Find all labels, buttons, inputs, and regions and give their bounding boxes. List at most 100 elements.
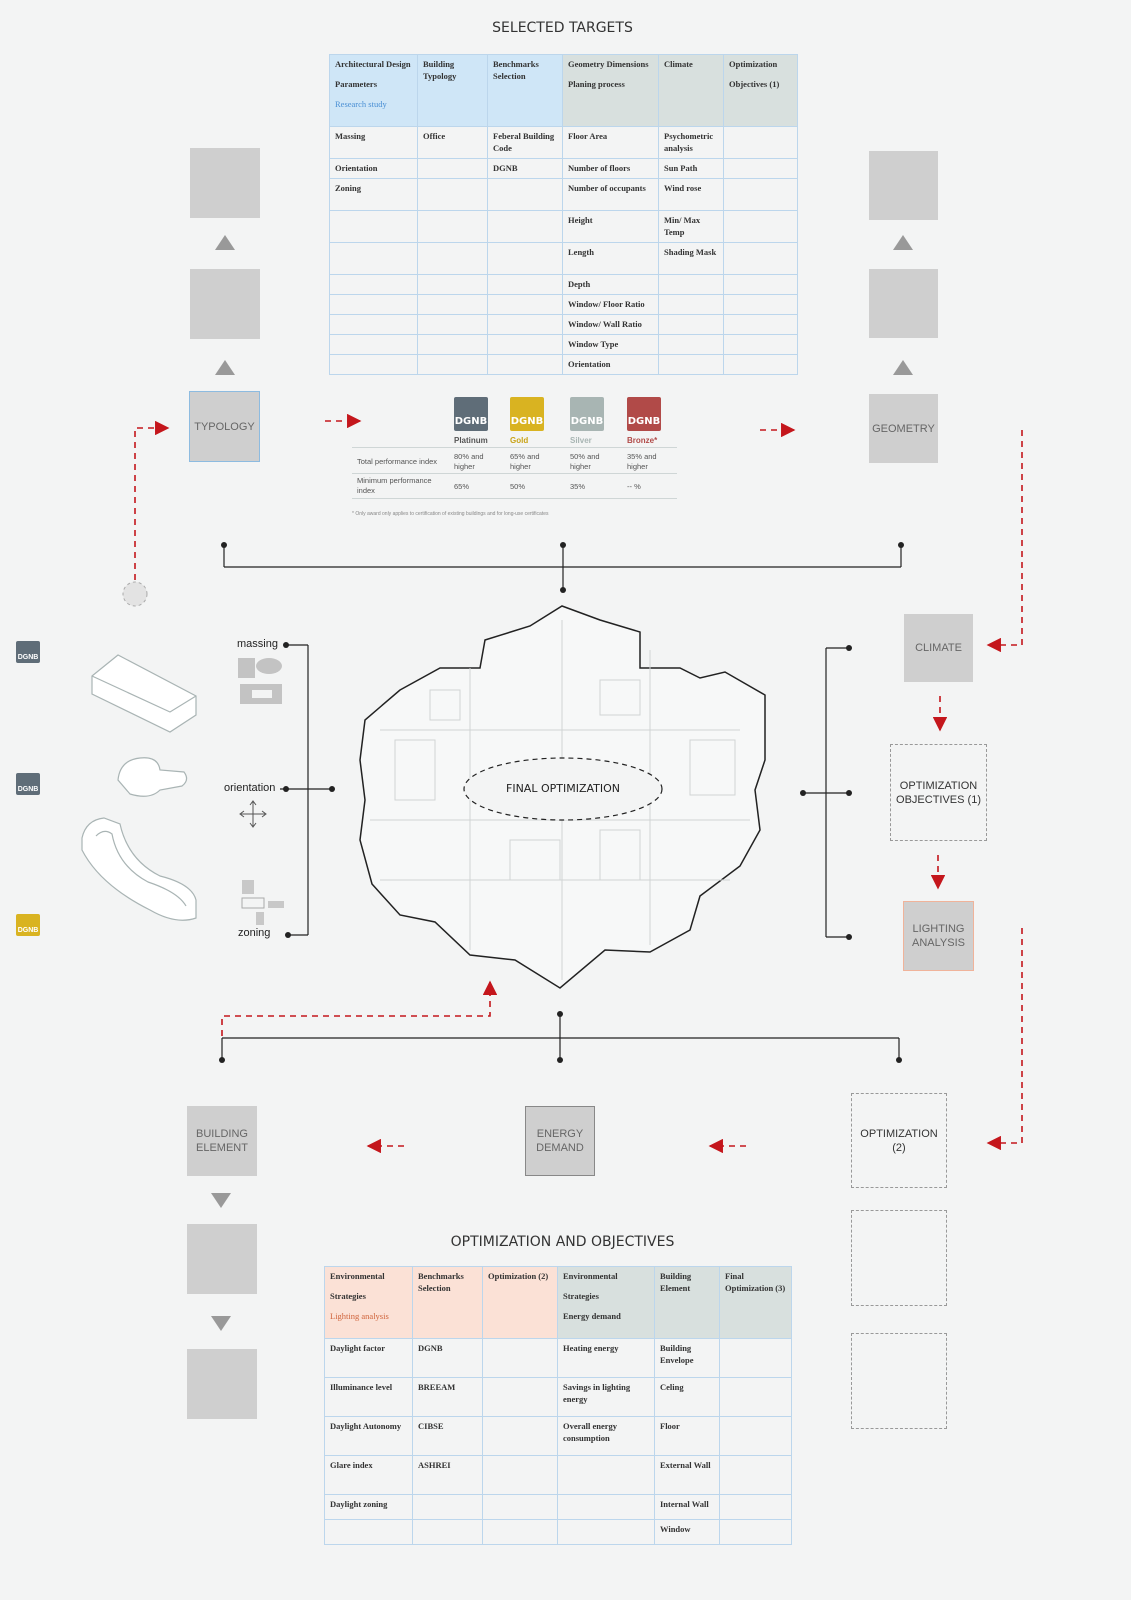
table-cell: Shading Mask: [658, 242, 724, 275]
table-cell: DGNB: [412, 1338, 483, 1378]
table-cell: Min/ Max Temp: [658, 210, 724, 243]
table-cell: [417, 334, 488, 355]
table-cell: [719, 1377, 792, 1417]
table-cell: [487, 210, 563, 243]
zoning-icon: [241, 880, 284, 925]
header-line: Building Typology: [423, 59, 457, 81]
dgnb-level-name: Bronze*: [627, 436, 658, 445]
table-cell: [487, 294, 563, 315]
table-cell: [557, 1455, 655, 1495]
arrow-up-icon: [893, 235, 913, 250]
header-sub: Planing process: [568, 79, 625, 89]
table-cell: [329, 274, 418, 295]
header-line: Final Optimization (3): [725, 1271, 786, 1293]
placeholder-box: [190, 148, 260, 218]
header-sub: Lighting analysis: [330, 1311, 389, 1321]
table-cell: [487, 334, 563, 355]
table-cell: [658, 334, 724, 355]
table-cell: [482, 1519, 558, 1545]
selected-targets-title: SELECTED TARGETS: [492, 20, 633, 36]
side-dgnb-badge: DGNB: [16, 773, 40, 795]
table-cell: [417, 314, 488, 335]
dgnb-total-value: 50% and higher: [570, 452, 600, 471]
table-cell: [417, 210, 488, 243]
typology-box[interactable]: TYPOLOGY: [189, 391, 260, 462]
header-sub: Research study: [335, 99, 387, 109]
header-line: Benchmarks Selection: [418, 1271, 464, 1293]
table-cell: ASHREI: [412, 1455, 483, 1495]
header-line: Strategies: [563, 1291, 599, 1301]
table-cell: Massing: [329, 126, 418, 159]
table-cell: [723, 334, 798, 355]
header-line: Strategies: [330, 1291, 366, 1301]
dgnb-divider: [352, 447, 677, 448]
table-cell: [723, 274, 798, 295]
lighting-line2: ANALYSIS: [912, 937, 965, 949]
table-cell: Daylight Autonomy: [324, 1416, 413, 1456]
table-row: Window/ Floor Ratio: [329, 294, 798, 315]
table-cell: [658, 314, 724, 335]
table-cell: Orientation: [562, 354, 659, 375]
table-cell: CIBSE: [412, 1416, 483, 1456]
table-cell: Depth: [562, 274, 659, 295]
dgnb-footnote: * Only award only applies to certificati…: [352, 511, 549, 517]
table-cell: Savings in lighting energy: [557, 1377, 655, 1417]
dgnb-minimum-value: -- %: [627, 482, 641, 491]
table-cell: Orientation: [329, 158, 418, 179]
header-line: Architectural Design: [335, 59, 411, 69]
table-cell: [417, 178, 488, 211]
optimization-2-box[interactable]: OPTIMIZATION(2): [851, 1093, 947, 1188]
dgnb-minimum-value: 35%: [570, 482, 586, 491]
table-cell: [329, 354, 418, 375]
table-cell: Sun Path: [658, 158, 724, 179]
table-header-cell: Benchmarks Selection: [412, 1266, 483, 1339]
dgnb-total-value: 65% and higher: [510, 452, 540, 471]
header-line: Optimization (2): [488, 1271, 549, 1281]
header-line: Optimization: [729, 59, 778, 69]
table-cell: [723, 294, 798, 315]
table-cell: [723, 126, 798, 159]
building-illustration: [359, 605, 766, 989]
zoning-label: zoning: [238, 927, 271, 939]
massing-icon: [238, 658, 282, 704]
table-cell: [719, 1519, 792, 1545]
header-line: Benchmarks Selection: [493, 59, 539, 81]
energy-line1: ENERGY: [536, 1128, 584, 1140]
placeholder-dashed-box: [851, 1333, 947, 1429]
arrow-up-icon: [893, 360, 913, 375]
dgnb-badge-silver: DGNB: [570, 397, 604, 431]
table-cell: Glare index: [324, 1455, 413, 1495]
table-cell: [482, 1416, 558, 1456]
placeholder-box: [869, 151, 938, 220]
dgnb-badge-gold: DGNB: [510, 397, 544, 431]
opt2-line1: OPTIMIZATION: [860, 1127, 938, 1140]
table-cell: [487, 314, 563, 335]
table-cell: [719, 1416, 792, 1456]
table-cell: Feberal Building Code: [487, 126, 563, 159]
table-cell: Window: [654, 1519, 720, 1545]
table-cell: [487, 242, 563, 275]
table-cell: Overall energy consumption: [557, 1416, 655, 1456]
table-cell: External Wall: [654, 1455, 720, 1495]
table-cell: [329, 242, 418, 275]
side-dgnb-badge: DGNB: [16, 641, 40, 663]
geometry-box[interactable]: GEOMETRY: [869, 394, 938, 463]
table-cell: [723, 158, 798, 179]
opt-obj-line1: OPTIMIZATION: [899, 779, 978, 792]
table-header-cell: Building Element: [654, 1266, 720, 1339]
table-cell: [482, 1377, 558, 1417]
dgnb-divider: [352, 498, 677, 499]
climate-box[interactable]: CLIMATE: [904, 614, 973, 682]
header-line: Objectives (1): [729, 79, 780, 89]
table-cell: Office: [417, 126, 488, 159]
arrow-up-icon: [215, 235, 235, 250]
